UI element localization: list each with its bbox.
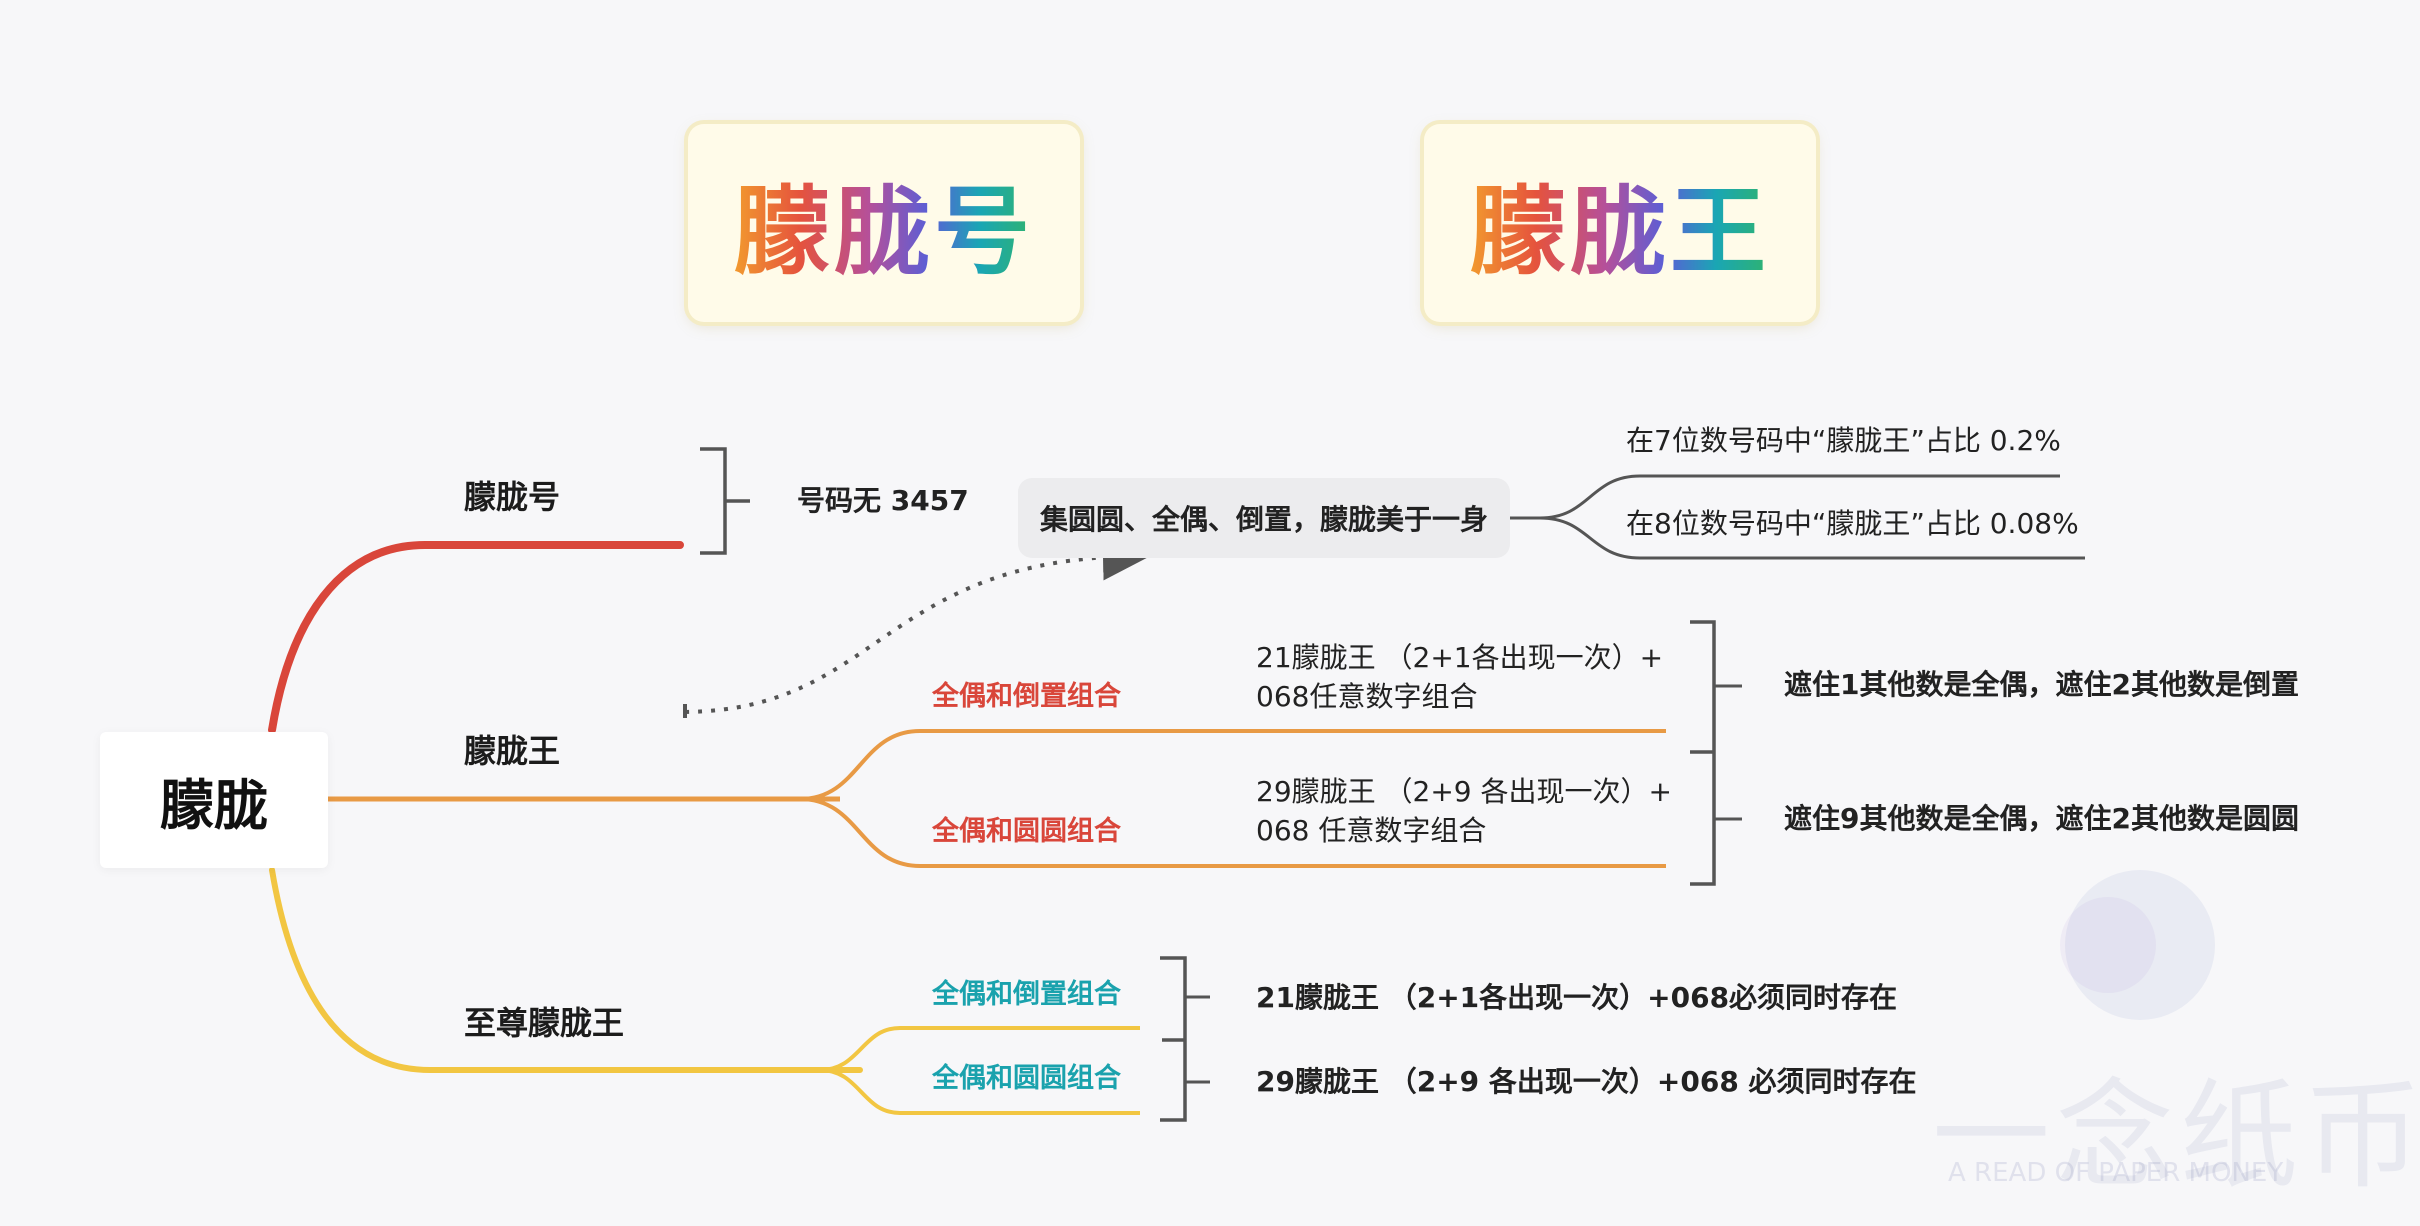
- connector-summary-stats: [1510, 474, 2085, 560]
- b2-sub2-desc-line1: 29朦胧王 （2+9 各出现一次）+: [1256, 775, 1672, 808]
- b3-sub2-label: 全偶和圆圆组合: [932, 1063, 1121, 1094]
- root-label: 朦胧: [160, 773, 268, 837]
- title-card-text: 朦胧王: [1470, 154, 1770, 293]
- bracket-b1: [700, 447, 750, 555]
- b3-sub2-desc: 29朦胧王 （2+9 各出现一次）+068 必须同时存在: [1256, 1065, 1917, 1098]
- b2-note2: 遮住9其他数是全偶，遮住2其他数是圆圆: [1784, 802, 2299, 835]
- branch-label-b2: 朦胧王: [464, 732, 561, 770]
- dotted-link-b2-summary: [684, 532, 1151, 714]
- b2-sub2-label: 全偶和圆圆组合: [932, 816, 1121, 847]
- root-node: 朦胧: [100, 732, 328, 868]
- connector-b2-sub1: [799, 729, 1666, 801]
- title-card-menglong-wang: 朦胧王: [1424, 124, 1816, 322]
- watermark-text-cn: 一念纸币: [1932, 1067, 2420, 1205]
- branch-b1-desc: 号码无 3457: [797, 484, 969, 517]
- watermark-text-en: A READ OF PAPER MONEY: [1948, 1158, 2284, 1188]
- title-card-menglong-hao: 朦胧号: [688, 124, 1080, 322]
- summary-pill: 集圆圆、全偶、倒置，朦胧美于一身: [1018, 478, 1510, 558]
- b2-sub1-desc-line2: 068任意数字组合: [1256, 680, 1478, 713]
- b3-sub1-label: 全偶和倒置组合: [932, 979, 1121, 1010]
- connector-root-b1: [268, 541, 684, 734]
- stat-8-digit: 在8位数号码中“朦胧王”占比 0.08%: [1626, 507, 2079, 540]
- b2-note1: 遮住1其他数是全偶，遮住2其他数是倒置: [1784, 668, 2299, 701]
- watermark-logo: [2065, 870, 2215, 1020]
- title-card-text: 朦胧号: [734, 154, 1034, 293]
- connector-b3-sub1: [819, 1026, 1140, 1072]
- b2-sub2-desc-line2: 068 任意数字组合: [1256, 814, 1487, 847]
- b2-sub1-label: 全偶和倒置组合: [932, 681, 1121, 712]
- connector-root-b3: [269, 867, 863, 1073]
- stat-7-digit: 在7位数号码中“朦胧王”占比 0.2%: [1626, 424, 2061, 457]
- branch-label-b3: 至尊朦胧王: [464, 1004, 625, 1042]
- bracket-b2: [1690, 620, 1716, 886]
- connector-b2-sub2: [799, 797, 1666, 868]
- connector-b3-sub2: [819, 1068, 1140, 1115]
- b3-sub1-desc: 21朦胧王 （2+1各出现一次）+068必须同时存在: [1256, 981, 1898, 1014]
- b2-sub1-desc-line1: 21朦胧王 （2+1各出现一次）+: [1256, 641, 1664, 674]
- bracket-b3: [1160, 956, 1187, 1122]
- summary-pill-label: 集圆圆、全偶、倒置，朦胧美于一身: [1039, 503, 1488, 536]
- branch-label-b1: 朦胧号: [464, 478, 561, 516]
